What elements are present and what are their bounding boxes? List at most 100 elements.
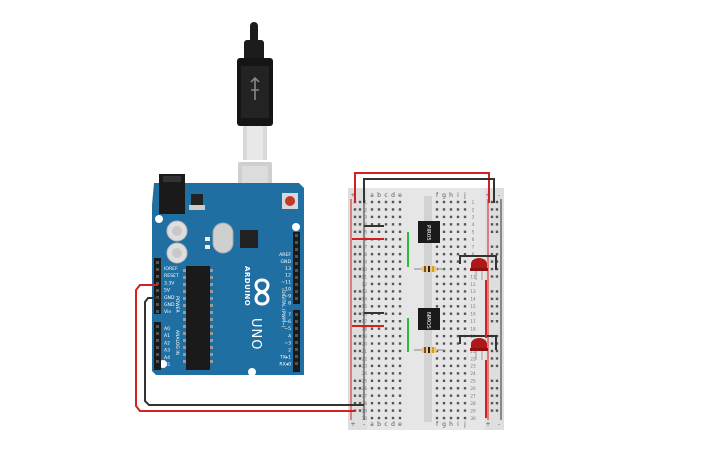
resistor-bottom[interactable]: [414, 347, 444, 353]
column-label: f: [436, 192, 439, 199]
row-number: 14: [362, 297, 368, 302]
power-pin-label: 3.3V: [164, 280, 175, 286]
row-number: 16: [362, 312, 368, 317]
row-number: 25: [470, 379, 476, 384]
row-number: 11: [470, 274, 476, 279]
analog-header-title: ANALOG IN: [174, 330, 180, 355]
row-number: 15: [470, 304, 476, 309]
row-number: 13: [362, 289, 368, 294]
column-label: e: [398, 192, 402, 199]
row-number: 9: [364, 259, 367, 264]
row-number: 5: [364, 230, 367, 235]
row-number: 16: [470, 312, 476, 317]
led-bottom[interactable]: [470, 338, 488, 360]
analog-pin-label: A4: [164, 355, 170, 361]
column-label: a: [370, 421, 374, 428]
rail-label: -: [498, 421, 500, 428]
power-pin-label: Vin: [164, 309, 171, 315]
row-number: 21: [362, 349, 368, 354]
row-number: 11: [362, 274, 368, 279]
digital-pin-label: ~5: [284, 326, 291, 332]
analog-pin-label: A2: [164, 340, 170, 346]
digital-pin-label: ~3: [284, 340, 291, 346]
sensor-top[interactable]: PIR05: [418, 221, 440, 243]
column-label: h: [449, 192, 453, 199]
row-number: 23: [470, 364, 476, 369]
row-number: 8: [472, 252, 475, 257]
column-label: i: [457, 421, 459, 428]
row-number: 7: [364, 245, 367, 250]
row-number: 29: [470, 408, 476, 413]
row-number: 3: [472, 215, 475, 220]
power-pin-label: GND: [164, 302, 175, 308]
column-label: h: [449, 421, 453, 428]
column-label: j: [463, 192, 466, 199]
digital-pin-label: 2: [288, 348, 291, 354]
black-wire-led-1[interactable]: [459, 255, 497, 270]
column-label: e: [398, 421, 402, 428]
row-number: 4: [364, 222, 367, 227]
digital-pin-label: 13: [285, 266, 291, 272]
column-label: g: [442, 421, 446, 428]
reset-button-icon[interactable]: [282, 193, 298, 209]
black-wire-led-2[interactable]: [459, 335, 497, 350]
rail-label: -: [498, 192, 500, 199]
digital-header-title: DIGITAL (PWM~): [280, 290, 286, 328]
red-wire-5v[interactable]: [135, 284, 355, 412]
digital-pin-label: 8: [288, 300, 291, 306]
usb-cable-icon[interactable]: [237, 22, 273, 212]
row-number: 20: [362, 341, 368, 346]
black-wire-gnd[interactable]: [144, 297, 364, 406]
digital-pin-label: 7: [288, 312, 291, 318]
column-label: a: [370, 192, 374, 199]
rail-label: +: [485, 421, 490, 428]
row-number: 26: [470, 386, 476, 391]
row-number: 2: [364, 207, 367, 212]
digital-pin-label: 12: [285, 273, 291, 279]
analog-pin-label: A3: [164, 348, 170, 354]
column-label: d: [391, 192, 395, 199]
arduino-brand: ARDUINO: [243, 266, 251, 306]
row-number: 7: [472, 245, 475, 250]
power-pin-label: RESET: [164, 273, 179, 279]
row-number: 24: [470, 371, 476, 376]
resistor-top[interactable]: [414, 266, 444, 272]
row-number: 24: [362, 371, 368, 376]
sensor-bottom[interactable]: NMOS: [418, 308, 440, 330]
row-number: 30: [470, 416, 476, 421]
row-number: 3: [364, 215, 367, 220]
digital-pin-label: ~6: [284, 319, 291, 325]
digital-pin-label: ~9: [284, 293, 291, 299]
digital-pin-label: ~11: [281, 280, 291, 286]
analog-pin-label: A5: [164, 362, 170, 368]
row-number: 17: [362, 319, 368, 324]
rail-label: +: [350, 421, 355, 428]
row-number: 8: [364, 252, 367, 257]
column-label: b: [377, 192, 381, 199]
row-number: 18: [362, 326, 368, 331]
column-label: c: [384, 421, 387, 428]
row-number: 25: [362, 379, 368, 384]
row-number: 28: [362, 401, 368, 406]
arduino-model: UNO: [248, 318, 263, 350]
row-number: 13: [470, 289, 476, 294]
row-number: 1: [472, 200, 475, 205]
column-label: c: [384, 192, 387, 199]
digital-pin-label: 4: [288, 333, 291, 339]
arduino-board[interactable]: ARDUINO UNO POWER ANALOG IN DIGITAL (PWM…: [152, 174, 304, 376]
analog-pin-label: A0: [164, 326, 170, 332]
digital-pin-label: RX◂0: [279, 362, 291, 368]
row-number: 27: [470, 394, 476, 399]
analog-pin-label: A1: [164, 333, 170, 339]
row-number: 2: [472, 207, 475, 212]
row-number: 22: [362, 356, 368, 361]
row-number: 17: [470, 319, 476, 324]
row-number: 29: [362, 408, 368, 413]
row-number: 28: [470, 401, 476, 406]
row-number: 19: [362, 334, 368, 339]
red-wire-top-bridge[interactable]: [354, 172, 490, 203]
led-top[interactable]: [470, 258, 488, 280]
black-wire-top-bridge[interactable]: [363, 178, 495, 203]
row-number: 27: [362, 394, 368, 399]
